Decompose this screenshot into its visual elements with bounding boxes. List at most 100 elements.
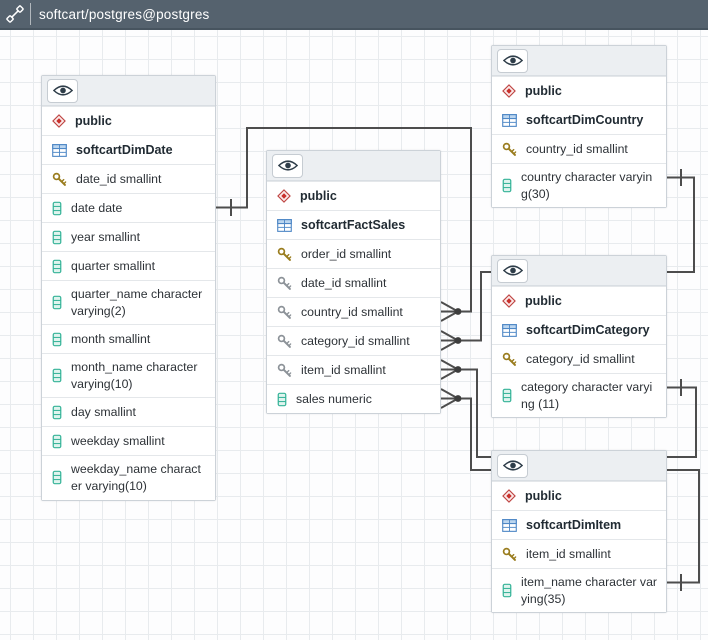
column-icon: [52, 201, 62, 216]
column-label: weekday_name character varying(10): [71, 462, 201, 493]
column-label: year smallint: [71, 229, 141, 244]
table-name: softcartDimCountry: [526, 112, 644, 127]
column-row: year smallint: [42, 222, 215, 251]
foreign-key-icon: [277, 363, 292, 378]
details-toggle-button[interactable]: [47, 78, 78, 103]
schema-name: public: [75, 113, 112, 128]
schema-name: public: [525, 488, 562, 503]
column-label: order_id smallint: [301, 246, 392, 261]
foreign-key-icon: [277, 305, 292, 320]
column-row: country character varying(30): [492, 163, 666, 208]
schema-name: public: [300, 188, 337, 203]
schema-icon: [502, 294, 516, 308]
table-node-header: [267, 151, 440, 181]
relation-links-layer: [216, 127, 700, 591]
table-node-softcartdimdate[interactable]: public softcartDimDate date_id smallint …: [41, 75, 216, 501]
details-toggle-button[interactable]: [497, 453, 528, 478]
column-icon: [52, 470, 62, 485]
column-row: item_id smallint: [492, 539, 666, 568]
schema-name: public: [525, 293, 562, 308]
column-icon: [52, 405, 62, 420]
column-row: day smallint: [42, 397, 215, 427]
column-icon: [502, 583, 512, 598]
column-row: month_name character varying(10): [42, 353, 215, 398]
column-row: item_id smallint: [267, 355, 440, 384]
column-icon: [502, 388, 512, 403]
table-icon: [502, 518, 517, 532]
eye-icon: [502, 265, 523, 276]
primary-key-icon: [502, 142, 517, 157]
primary-key-icon: [502, 352, 517, 367]
column-label: date date: [71, 200, 123, 215]
details-toggle-button[interactable]: [497, 258, 528, 283]
column-icon: [52, 295, 62, 310]
table-name-row: softcartFactSales: [267, 210, 440, 239]
column-icon: [52, 259, 62, 274]
column-label: month_name character varying(10): [71, 360, 198, 391]
header-separator: [30, 3, 31, 25]
table-icon: [52, 143, 67, 157]
column-row: country_id smallint: [492, 134, 666, 163]
relation-factsales-dimdate[interactable]: [216, 127, 472, 322]
erd-tool-icon: [0, 0, 30, 29]
column-icon: [277, 392, 287, 407]
column-icon: [502, 178, 512, 193]
eye-icon: [277, 160, 298, 171]
table-name-row: softcartDimCountry: [492, 105, 666, 134]
column-label: category_id smallint: [526, 351, 635, 366]
schema-row: public: [492, 481, 666, 510]
foreign-key-icon: [277, 334, 292, 349]
column-label: weekday smallint: [71, 434, 165, 449]
table-node-softcartdimcategory[interactable]: public softcartDimCategory category_id s…: [491, 255, 667, 419]
column-row: weekday_name character varying(10): [42, 455, 215, 500]
foreign-key-icon: [277, 276, 292, 291]
schema-row: public: [267, 181, 440, 210]
table-name: softcartFactSales: [301, 217, 406, 232]
primary-key-icon: [277, 247, 292, 262]
column-label: quarter smallint: [71, 258, 156, 273]
column-icon: [52, 332, 62, 347]
column-label: sales numeric: [296, 391, 372, 406]
table-name-row: softcartDimCategory: [492, 315, 666, 344]
column-row: category character varying (11): [492, 373, 666, 418]
column-icon: [52, 230, 62, 245]
schema-row: public: [492, 76, 666, 105]
schema-row: public: [42, 106, 215, 135]
table-node-header: [42, 76, 215, 106]
table-node-softcartdimitem[interactable]: public softcartDimItem item_id smallint …: [491, 450, 667, 614]
column-row: item_name character varying(35): [492, 568, 666, 613]
table-name-row: softcartDimItem: [492, 510, 666, 539]
column-row: quarter smallint: [42, 251, 215, 280]
column-label: month smallint: [71, 331, 151, 346]
column-label: item_id smallint: [526, 546, 611, 561]
schema-icon: [52, 114, 66, 128]
schema-icon: [502, 489, 516, 503]
schema-icon: [277, 189, 291, 203]
table-node-header: [492, 256, 666, 286]
column-row: date_id smallint: [267, 268, 440, 297]
eye-icon: [52, 85, 73, 96]
eye-icon: [502, 55, 523, 66]
column-row: country_id smallint: [267, 297, 440, 326]
eye-icon: [502, 460, 523, 471]
erd-canvas[interactable]: public softcartDimDate date_id smallint …: [0, 30, 708, 640]
column-row: sales numeric: [267, 384, 440, 413]
table-node-header: [492, 451, 666, 481]
primary-key-icon: [52, 172, 67, 187]
column-row: quarter_name character varying(2): [42, 280, 215, 325]
column-label: item_id smallint: [301, 362, 386, 377]
column-row: month smallint: [42, 324, 215, 354]
table-node-softcartfactsales[interactable]: public softcartFactSales order_id smalli…: [266, 150, 441, 414]
column-label: date_id smallint: [76, 171, 162, 186]
column-label: country_id smallint: [301, 304, 403, 319]
table-node-softcartdimcountry[interactable]: public softcartDimCountry country_id sma…: [491, 45, 667, 209]
schema-icon: [502, 84, 516, 98]
column-row: category_id smallint: [267, 326, 440, 355]
details-toggle-button[interactable]: [272, 153, 303, 178]
column-label: country character varying(30): [521, 170, 653, 201]
erd-header-bar: softcart/postgres@postgres: [0, 0, 708, 30]
table-name-row: softcartDimDate: [42, 135, 215, 164]
column-label: day smallint: [71, 405, 136, 420]
details-toggle-button[interactable]: [497, 48, 528, 73]
primary-key-icon: [502, 547, 517, 562]
